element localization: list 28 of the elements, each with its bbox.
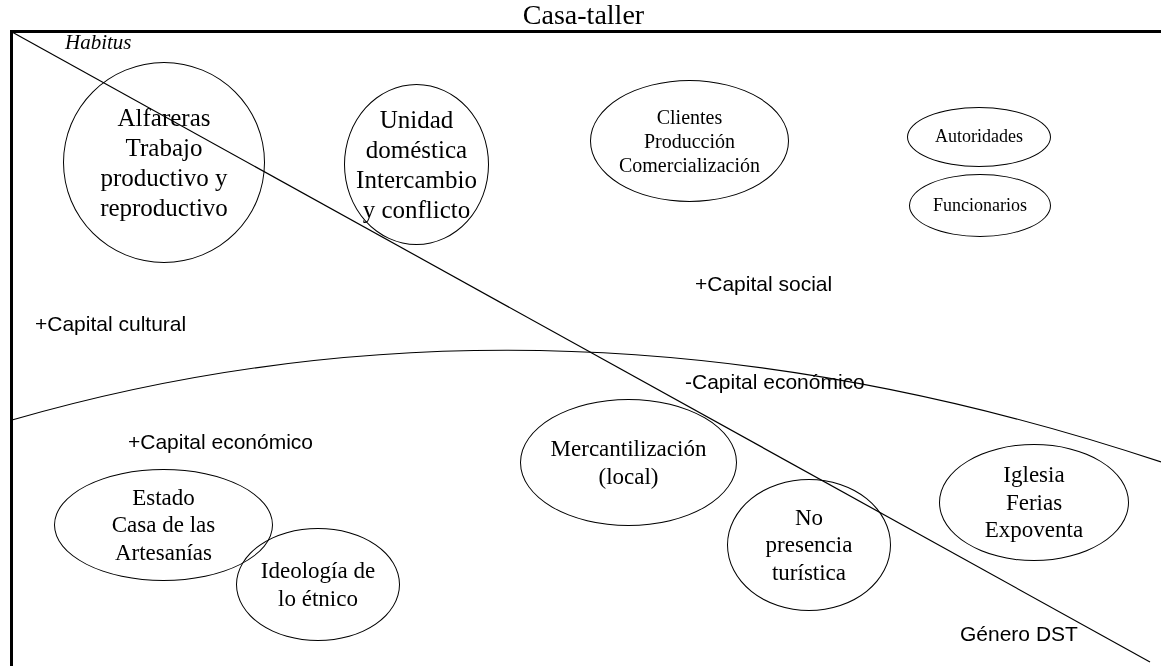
ellipse-text: Iglesia <box>1003 461 1065 489</box>
region-label: +Capital social <box>695 272 833 296</box>
ellipse-text: Mercantilización (local) <box>549 434 708 491</box>
region-label: +Capital económico <box>128 430 314 454</box>
ellipse <box>344 84 489 245</box>
ellipse-text: Ferias <box>1005 488 1063 517</box>
region-label: +Capital cultural <box>35 312 187 336</box>
ellipse-text: Autoridades <box>935 126 1023 148</box>
ellipse-text: Comercialización <box>618 153 760 177</box>
ellipse-text: No presencia turística <box>764 503 854 587</box>
region-label: -Capital económico <box>685 370 865 394</box>
ellipse-text: Trabajo productivo y reproductivo <box>99 132 229 223</box>
ellipse-text: Producción <box>643 129 736 153</box>
ellipse-text: Clientes <box>656 105 723 129</box>
ellipse-text: Casa de las Artesanías <box>110 511 217 567</box>
frame-title: Casa-taller <box>522 0 645 30</box>
ellipse <box>63 62 265 263</box>
ellipse-text: Expoventa <box>984 516 1084 544</box>
region-label: Habitus <box>65 30 132 55</box>
ellipse <box>236 528 400 641</box>
ellipse-text: Unidad doméstica <box>364 104 469 165</box>
ellipse <box>939 444 1129 561</box>
ellipse <box>520 399 737 526</box>
ellipse-text: Estado <box>132 483 195 512</box>
ellipse-text: Ideología de lo étnico <box>259 556 377 613</box>
ellipse-text: Funcionarios <box>933 194 1027 217</box>
region-label: Género DST <box>960 622 1078 646</box>
ellipse-text: Intercambio y conflicto <box>355 164 478 225</box>
